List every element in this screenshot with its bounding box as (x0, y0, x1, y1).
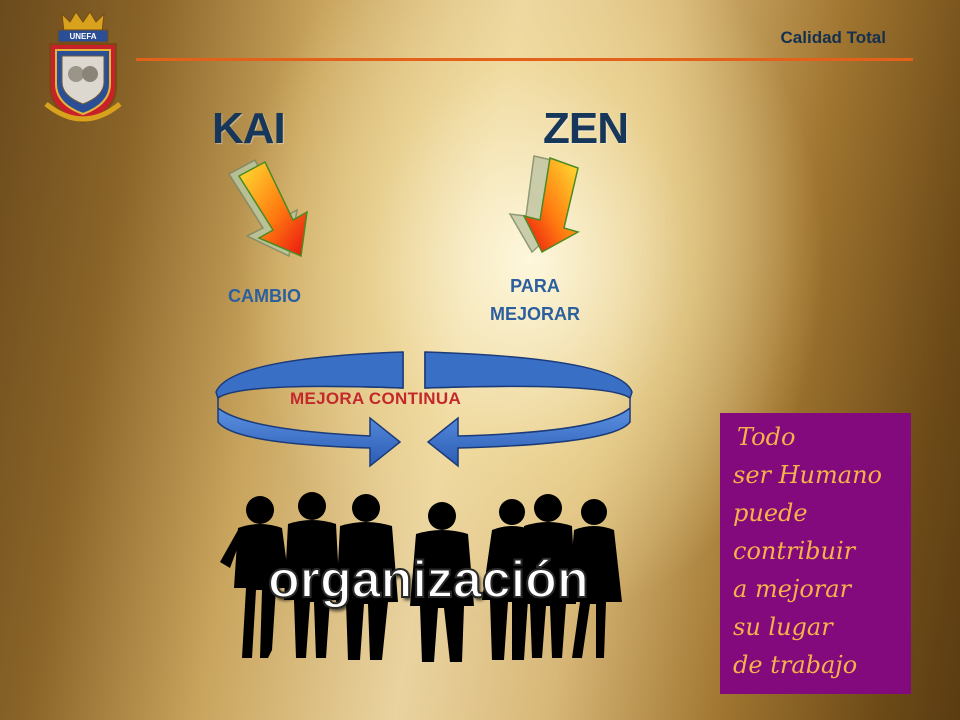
callout-text: Todo ser Humano puede contribuir a mejor… (733, 418, 908, 684)
kai-meaning-label: CAMBIO (228, 286, 301, 306)
zen-meaning-line-2: MEJORAR (489, 304, 580, 324)
logo-badge-text: UNEFA (69, 32, 96, 41)
organization-label: organización (267, 550, 590, 610)
people-silhouettes (220, 492, 622, 662)
unefa-crest-logo: UNEFA (44, 11, 122, 124)
zen-meaning-label: PARA MEJORAR (470, 272, 600, 328)
callout-line: contribuir (733, 537, 856, 565)
callout-box (720, 413, 911, 694)
down-arrow-icon (508, 155, 580, 254)
continuous-improvement-label: MEJORA CONTINUA (290, 389, 462, 408)
callout-line: Todo (737, 423, 796, 451)
presentation-title: Calidad Total (780, 28, 886, 47)
header-divider (136, 58, 913, 61)
kai-word: KAI (212, 104, 286, 153)
callout-line: a mejorar (733, 575, 852, 603)
callout-line: ser Humano (733, 461, 882, 489)
curved-cycle-arrow (215, 351, 633, 468)
callout-line: su lugar (733, 613, 833, 641)
callout-line: de trabajo (733, 651, 858, 679)
down-arrow-icon (227, 158, 308, 258)
zen-word: ZEN (543, 104, 629, 153)
zen-meaning-line-1: PARA (510, 276, 560, 296)
callout-line: puede (733, 499, 808, 527)
